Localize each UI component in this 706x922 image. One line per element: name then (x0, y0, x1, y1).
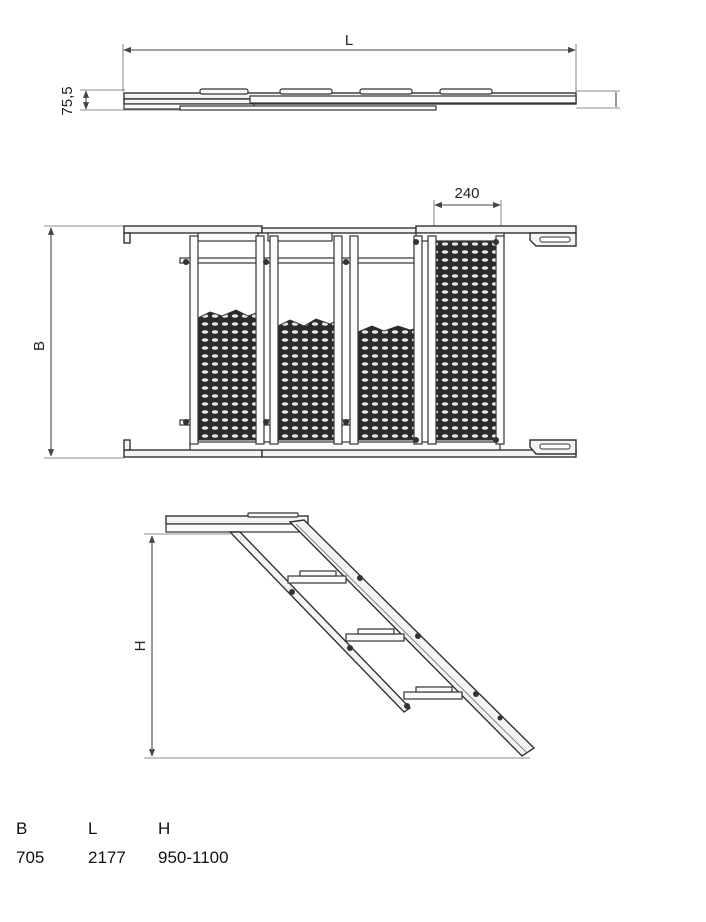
spec-table: B L H 705 2177 950-1100 (16, 816, 316, 874)
spec-header-l: L (88, 819, 98, 838)
stair-height-label: H (132, 641, 149, 652)
step-label: 240 (454, 185, 479, 202)
top-view: L 75,5 (59, 32, 620, 116)
spec-header-row: B L H (16, 816, 316, 845)
technical-drawing: L 75,5 B 240 (31, 32, 620, 759)
length-label: L (345, 32, 353, 49)
spec-value-row: 705 2177 950-1100 (16, 845, 316, 874)
spec-value-l: 2177 (88, 848, 126, 867)
height-label: 75,5 (59, 86, 76, 115)
spec-header-h: H (158, 819, 171, 838)
spec-value-h: 950-1100 (158, 848, 229, 867)
spec-header-b: B (16, 819, 28, 838)
width-label: B (31, 341, 48, 351)
side-view: H (132, 512, 536, 759)
spec-value-b: 705 (16, 848, 45, 867)
plan-view: B 240 (31, 185, 577, 459)
